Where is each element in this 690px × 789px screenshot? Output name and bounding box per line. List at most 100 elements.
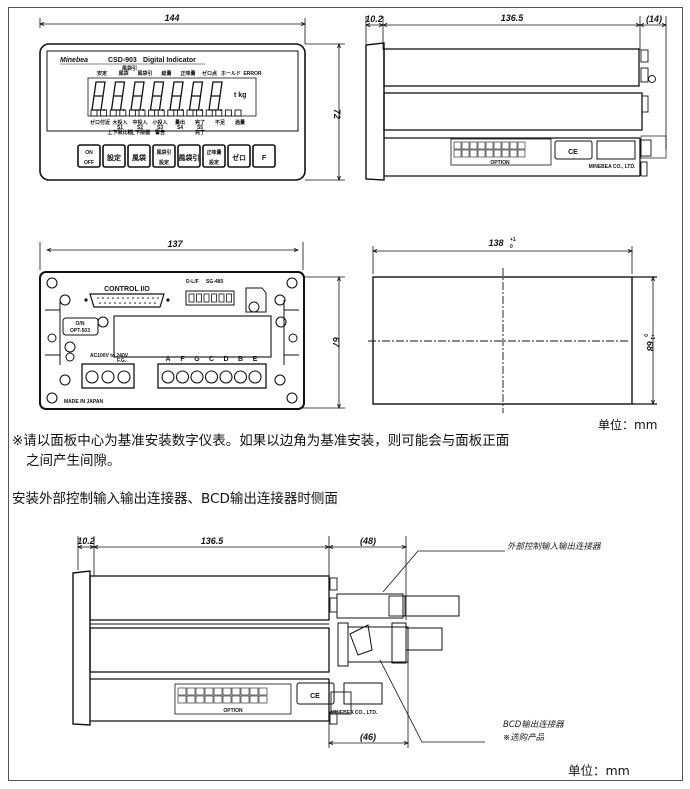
main-digits [91,81,223,111]
front-key[interactable]: 風袋 [127,144,151,168]
pin [99,302,101,304]
pin [127,297,129,299]
label-cell [461,149,470,158]
label-cell [501,149,510,158]
sub-digit [196,109,204,117]
dim-cutout-height: 68 [645,341,655,351]
option-label-1: O/N [76,321,85,327]
front-keys: ONOFF設定風袋風袋引設定風袋引正味量設定ゼロ F [77,144,276,168]
terminal-label: E [253,356,258,363]
front-key[interactable]: F [252,144,276,168]
unit-display: t kg [234,92,246,99]
terminal-label: G [194,356,200,363]
ce-mark: CE [568,149,578,156]
label-cell [517,149,526,158]
dim-cutout-width: 138 [488,238,503,248]
seven-segment-digit [130,81,145,111]
side-view: 10.2 136.5 (14) OPTION CE MINEBEA CO., L… [365,13,666,181]
pin [122,297,124,299]
sub-digit [224,109,232,117]
dim-conn-front: 10.2 [77,536,95,546]
pin [117,297,119,299]
key-label: 風袋 [131,153,147,162]
front-key[interactable]: ゼロ [227,144,251,168]
status-label-top: 正味量 [180,70,195,77]
status-label-bottom: 完了 [195,119,205,126]
conn-label-grid [177,687,268,704]
sub-digit [215,109,223,117]
mounting-hole [46,277,58,289]
seven-segment-digit [91,81,106,111]
mounting-hole [274,374,286,386]
pin [97,297,99,299]
label-cell [258,695,268,704]
label-cell [453,149,462,158]
label-cell [213,695,223,704]
status-label-bottom: 中投入 [132,119,147,126]
rear-view: 137 67 CONTROL I/O D-L/F SG-485 O/N OPT-… [39,239,345,410]
mounting-hole [274,294,286,306]
key-label: ゼロ [232,153,246,162]
status-label-above: 風袋引 [122,65,137,72]
option-label-2: OPT-503 [70,328,90,334]
sub-label: S2 [137,125,143,131]
key-outline [127,144,151,168]
pin [107,297,109,299]
label-cell [258,687,268,696]
brand-logo: Minebea [60,57,88,64]
label-cell [240,695,250,704]
mounting-holes [46,277,298,404]
front-key[interactable]: 設定 [102,144,126,168]
pin [102,297,104,299]
pin [142,297,144,299]
label-cell [177,687,187,696]
label-cell [249,687,259,696]
dim-rear-height: 67 [331,337,341,348]
label-cell [509,141,518,150]
conn-label-option: OPTION [223,708,243,714]
fg-label: F.G. [117,358,127,364]
side-view-connectors: 10.2 136.5 (48) OPTION CE MINEBEA CO., L… [72,536,602,748]
connector-pins [97,297,159,304]
dim-cutout-height-tol-upper: +1 [649,334,655,340]
control-io-connector [89,293,165,308]
document-frame [8,7,683,781]
front-key[interactable]: 風袋引 [177,144,201,168]
sub-digit [100,109,108,117]
power-terminal [117,370,131,384]
pin [154,302,156,304]
sub-digit [119,109,127,117]
product-title: Digital Indicator [143,57,196,64]
sub-label: S1 [117,125,123,131]
status-label-top: ERROR [243,71,261,77]
sub-label: 完了 [195,129,205,136]
key-outline [202,144,226,168]
bcd-cable [405,627,443,651]
front-view: 144 72 Minebea CSD-903 Digital Indicator… [39,13,345,181]
key-label-bottom: OFF [84,160,94,166]
label-cell [249,695,259,704]
label-cell [222,695,232,704]
sub-digit [234,109,242,117]
sub-label: 警告 [154,129,165,136]
conn-ce-mark: CE [310,693,320,700]
conn-label-company: MINEBEA CO., LTD. [331,710,378,716]
terminal-label: C [209,356,214,363]
pin [144,302,146,304]
status-label-top: 総量 [161,70,171,77]
dim-bcd: (46) [360,732,376,742]
made-in-label: MADE IN JAPAN [64,399,103,405]
status-label-bottom: 大投入 [112,119,127,126]
callout-bcd-line2: ※选购产品 [503,732,545,743]
sub-label: S5 [197,125,203,131]
status-label-bottom: 不足 [215,119,226,126]
pin [129,302,131,304]
front-bezel [39,43,306,181]
signal-terminal [190,370,204,384]
sub-digit [128,109,136,117]
label-cell [477,141,486,150]
